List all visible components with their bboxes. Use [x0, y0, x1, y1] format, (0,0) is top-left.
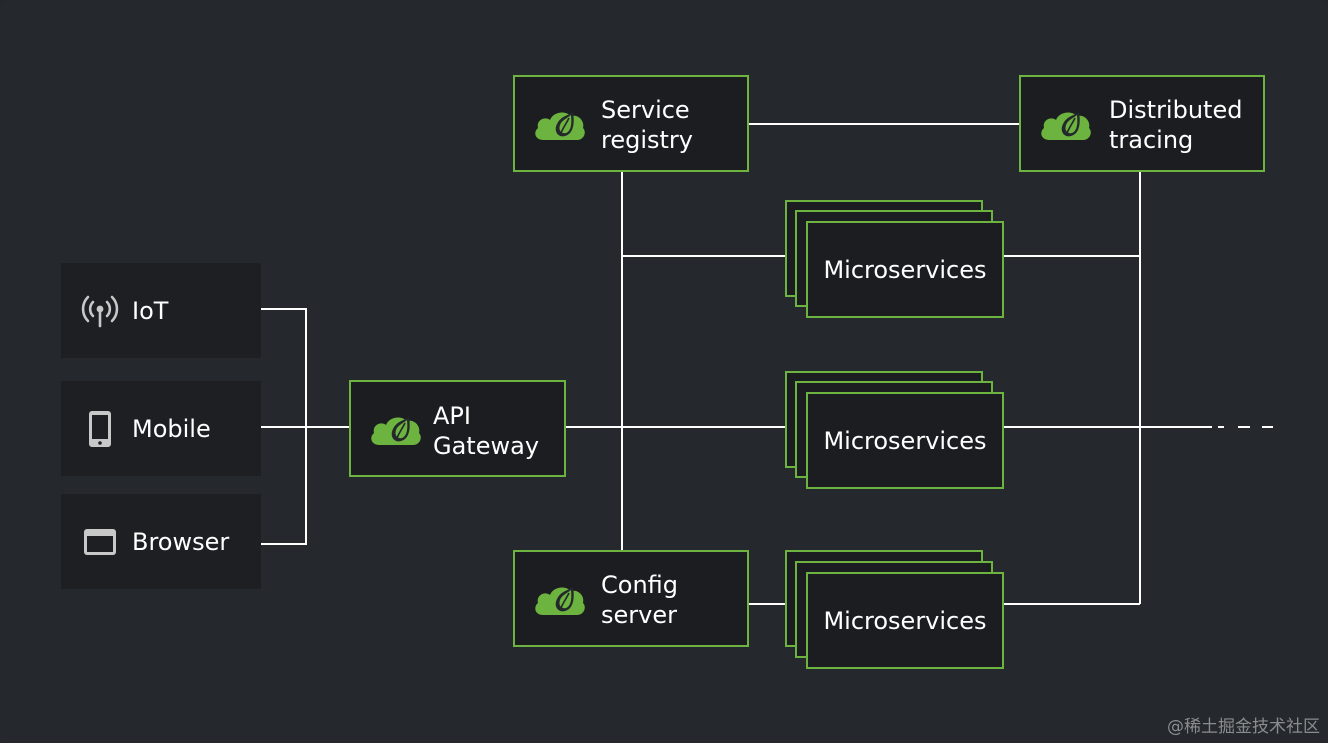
distributed-tracing-box: Distributed tracing: [1019, 75, 1265, 172]
api-gateway-line2: Gateway: [433, 432, 540, 460]
spring-leaf-icon: [1041, 111, 1091, 140]
antenna-icon: [81, 292, 119, 330]
config-server-box: Config server: [513, 550, 749, 647]
watermark: @稀土掘金技术社区: [1167, 717, 1320, 737]
service-registry-line1: Service: [601, 96, 690, 124]
service-registry-box: Service registry: [513, 75, 749, 172]
spring-leaf-icon: [371, 416, 421, 445]
client-label-mobile: Mobile: [132, 414, 211, 443]
microservices-label-3: Microservices: [823, 606, 987, 635]
config-server-line2: server: [601, 601, 677, 629]
client-label-browser: Browser: [132, 527, 230, 556]
browser-window-icon: [81, 523, 119, 561]
microservices-label-1: Microservices: [823, 255, 987, 284]
api-gateway-box: API Gateway: [349, 380, 566, 477]
microservices-stack-3: Microservices: [806, 572, 1004, 669]
spring-leaf-icon: [535, 111, 585, 140]
client-mobile: Mobile: [61, 381, 261, 476]
mobile-phone-icon: [81, 410, 119, 448]
spring-leaf-icon: [535, 586, 585, 615]
distributed-tracing-line2: tracing: [1109, 126, 1194, 154]
client-label-iot: IoT: [132, 296, 169, 325]
microservices-stack-2: Microservices: [806, 392, 1004, 489]
client-browser: Browser: [61, 494, 261, 589]
microservices-stack-1: Microservices: [806, 221, 1004, 318]
distributed-tracing-line1: Distributed: [1109, 96, 1243, 124]
config-server-line1: Config: [601, 571, 679, 599]
microservices-label-2: Microservices: [823, 426, 987, 455]
service-registry-line2: registry: [601, 126, 693, 154]
api-gateway-line1: API: [433, 402, 471, 430]
client-iot: IoT: [61, 263, 261, 358]
